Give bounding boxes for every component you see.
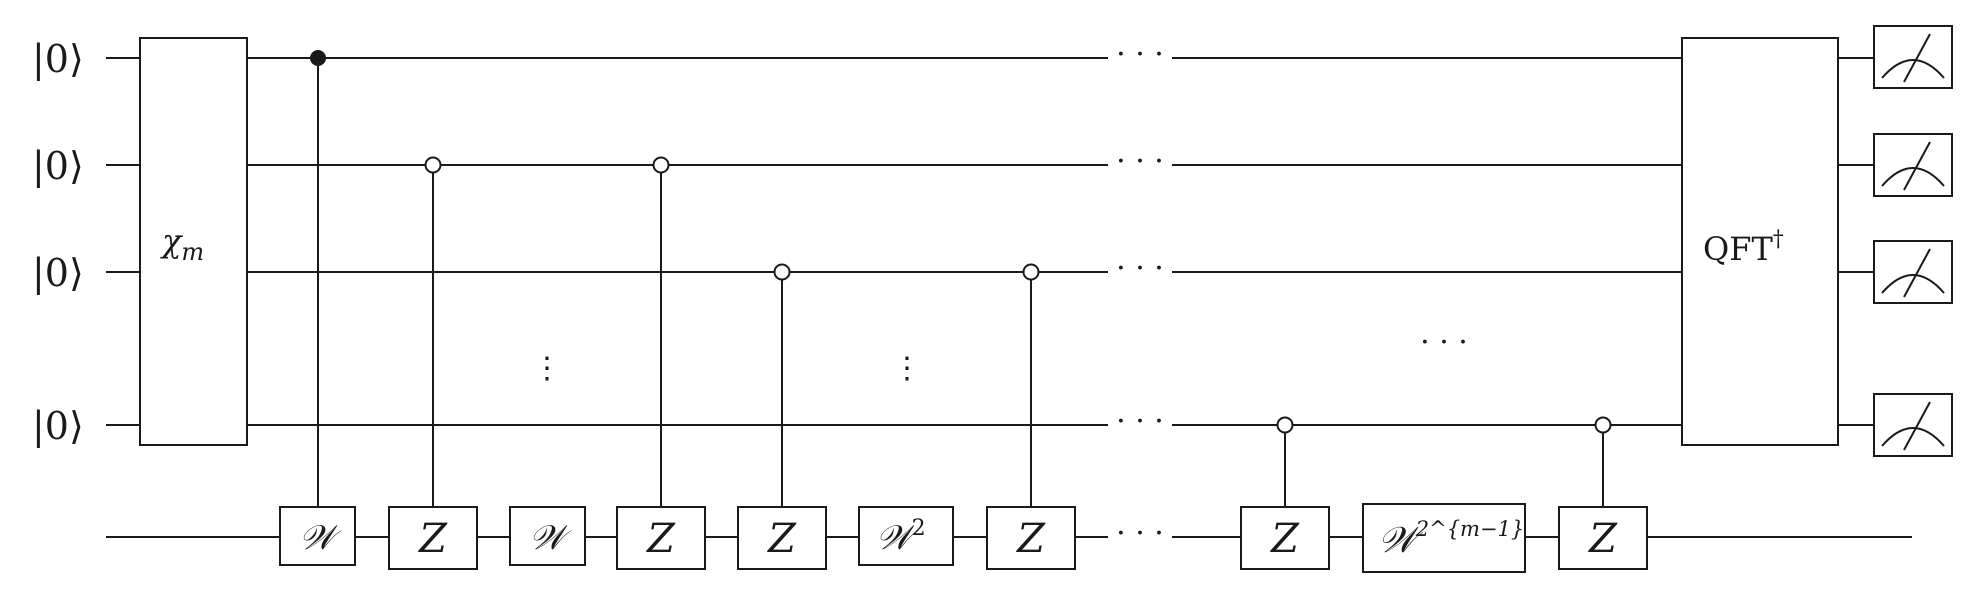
control-dot-open-3 [773,263,791,281]
input-ket-3: |0⟩ [32,251,84,295]
svg-text:χm: χm [160,222,204,266]
qft-dagger-gate: QFT† [1681,37,1839,446]
z-gate-3-label: Z [766,516,797,562]
z-gate-1: Z [388,506,478,570]
input-ket-2: |0⟩ [32,144,84,188]
hdots-middle: · · · [1420,325,1468,360]
chi-gate-base: χ [160,222,183,260]
control-dot-open-6 [1594,416,1612,434]
qubit-wires [106,57,1874,426]
meter-icon [1873,25,1953,89]
z-gate-5-label: Z [1269,516,1300,562]
ellipses: · · · · · · · · · · · · · · · · · · ⋮ ⋮ [532,37,1468,551]
w-squared-gate: 𝒲2 [858,506,954,566]
control-lines [317,58,1604,506]
w-squared-sup: 2 [912,516,926,541]
chi-m-gate: χm [139,37,248,446]
z-gate-3: Z [737,506,827,570]
z-gate-2: Z [616,506,706,570]
control-dot-open-5 [1276,416,1294,434]
chi-gate-sub: m [181,238,204,266]
hdots-row-4: · · · [1116,404,1164,439]
z-gate-5: Z [1240,506,1330,570]
hdots-row-2: · · · [1116,144,1164,179]
svg-text:QFT†: QFT† [1703,227,1784,268]
z-gate-4: Z [986,506,1076,570]
z-gate-1-label: Z [417,516,448,562]
vdots-1: ⋮ [532,351,562,386]
meter-icon [1873,133,1953,197]
qft-gate-sup: † [1773,227,1784,252]
qft-gate-base: QFT [1703,230,1773,268]
w-gate-1: 𝒲 [279,506,356,566]
hdots-target: · · · [1116,516,1164,551]
control-dot-open-2 [652,156,670,174]
input-labels: |0⟩ |0⟩ |0⟩ |0⟩ [32,37,84,448]
z-gate-2-label: Z [645,516,676,562]
w-gate-2: 𝒲 [509,506,586,566]
measurements [1873,25,1953,457]
control-dot-open-4 [1022,263,1040,281]
z-gate-6-label: Z [1587,516,1618,562]
control-dot-open-1 [424,156,442,174]
meter-icon [1873,240,1953,304]
target-gates: 𝒲 Z 𝒲 Z Z 𝒲2 [279,503,1648,573]
vdots-2: ⋮ [892,351,922,386]
z-gate-4-label: Z [1015,516,1046,562]
meter-icon [1873,393,1953,457]
input-ket-1: |0⟩ [32,37,84,81]
hdots-row-3: · · · [1116,251,1164,286]
w-power-sup: 2^{m−1} [1415,517,1525,541]
input-ket-4: |0⟩ [32,404,84,448]
control-dots [310,50,1612,434]
control-dot-filled [310,50,326,66]
hdots-row-1: · · · [1116,37,1164,72]
w-power-gate: 𝒲2^{m−1} [1362,503,1526,573]
z-gate-6: Z [1558,506,1648,570]
